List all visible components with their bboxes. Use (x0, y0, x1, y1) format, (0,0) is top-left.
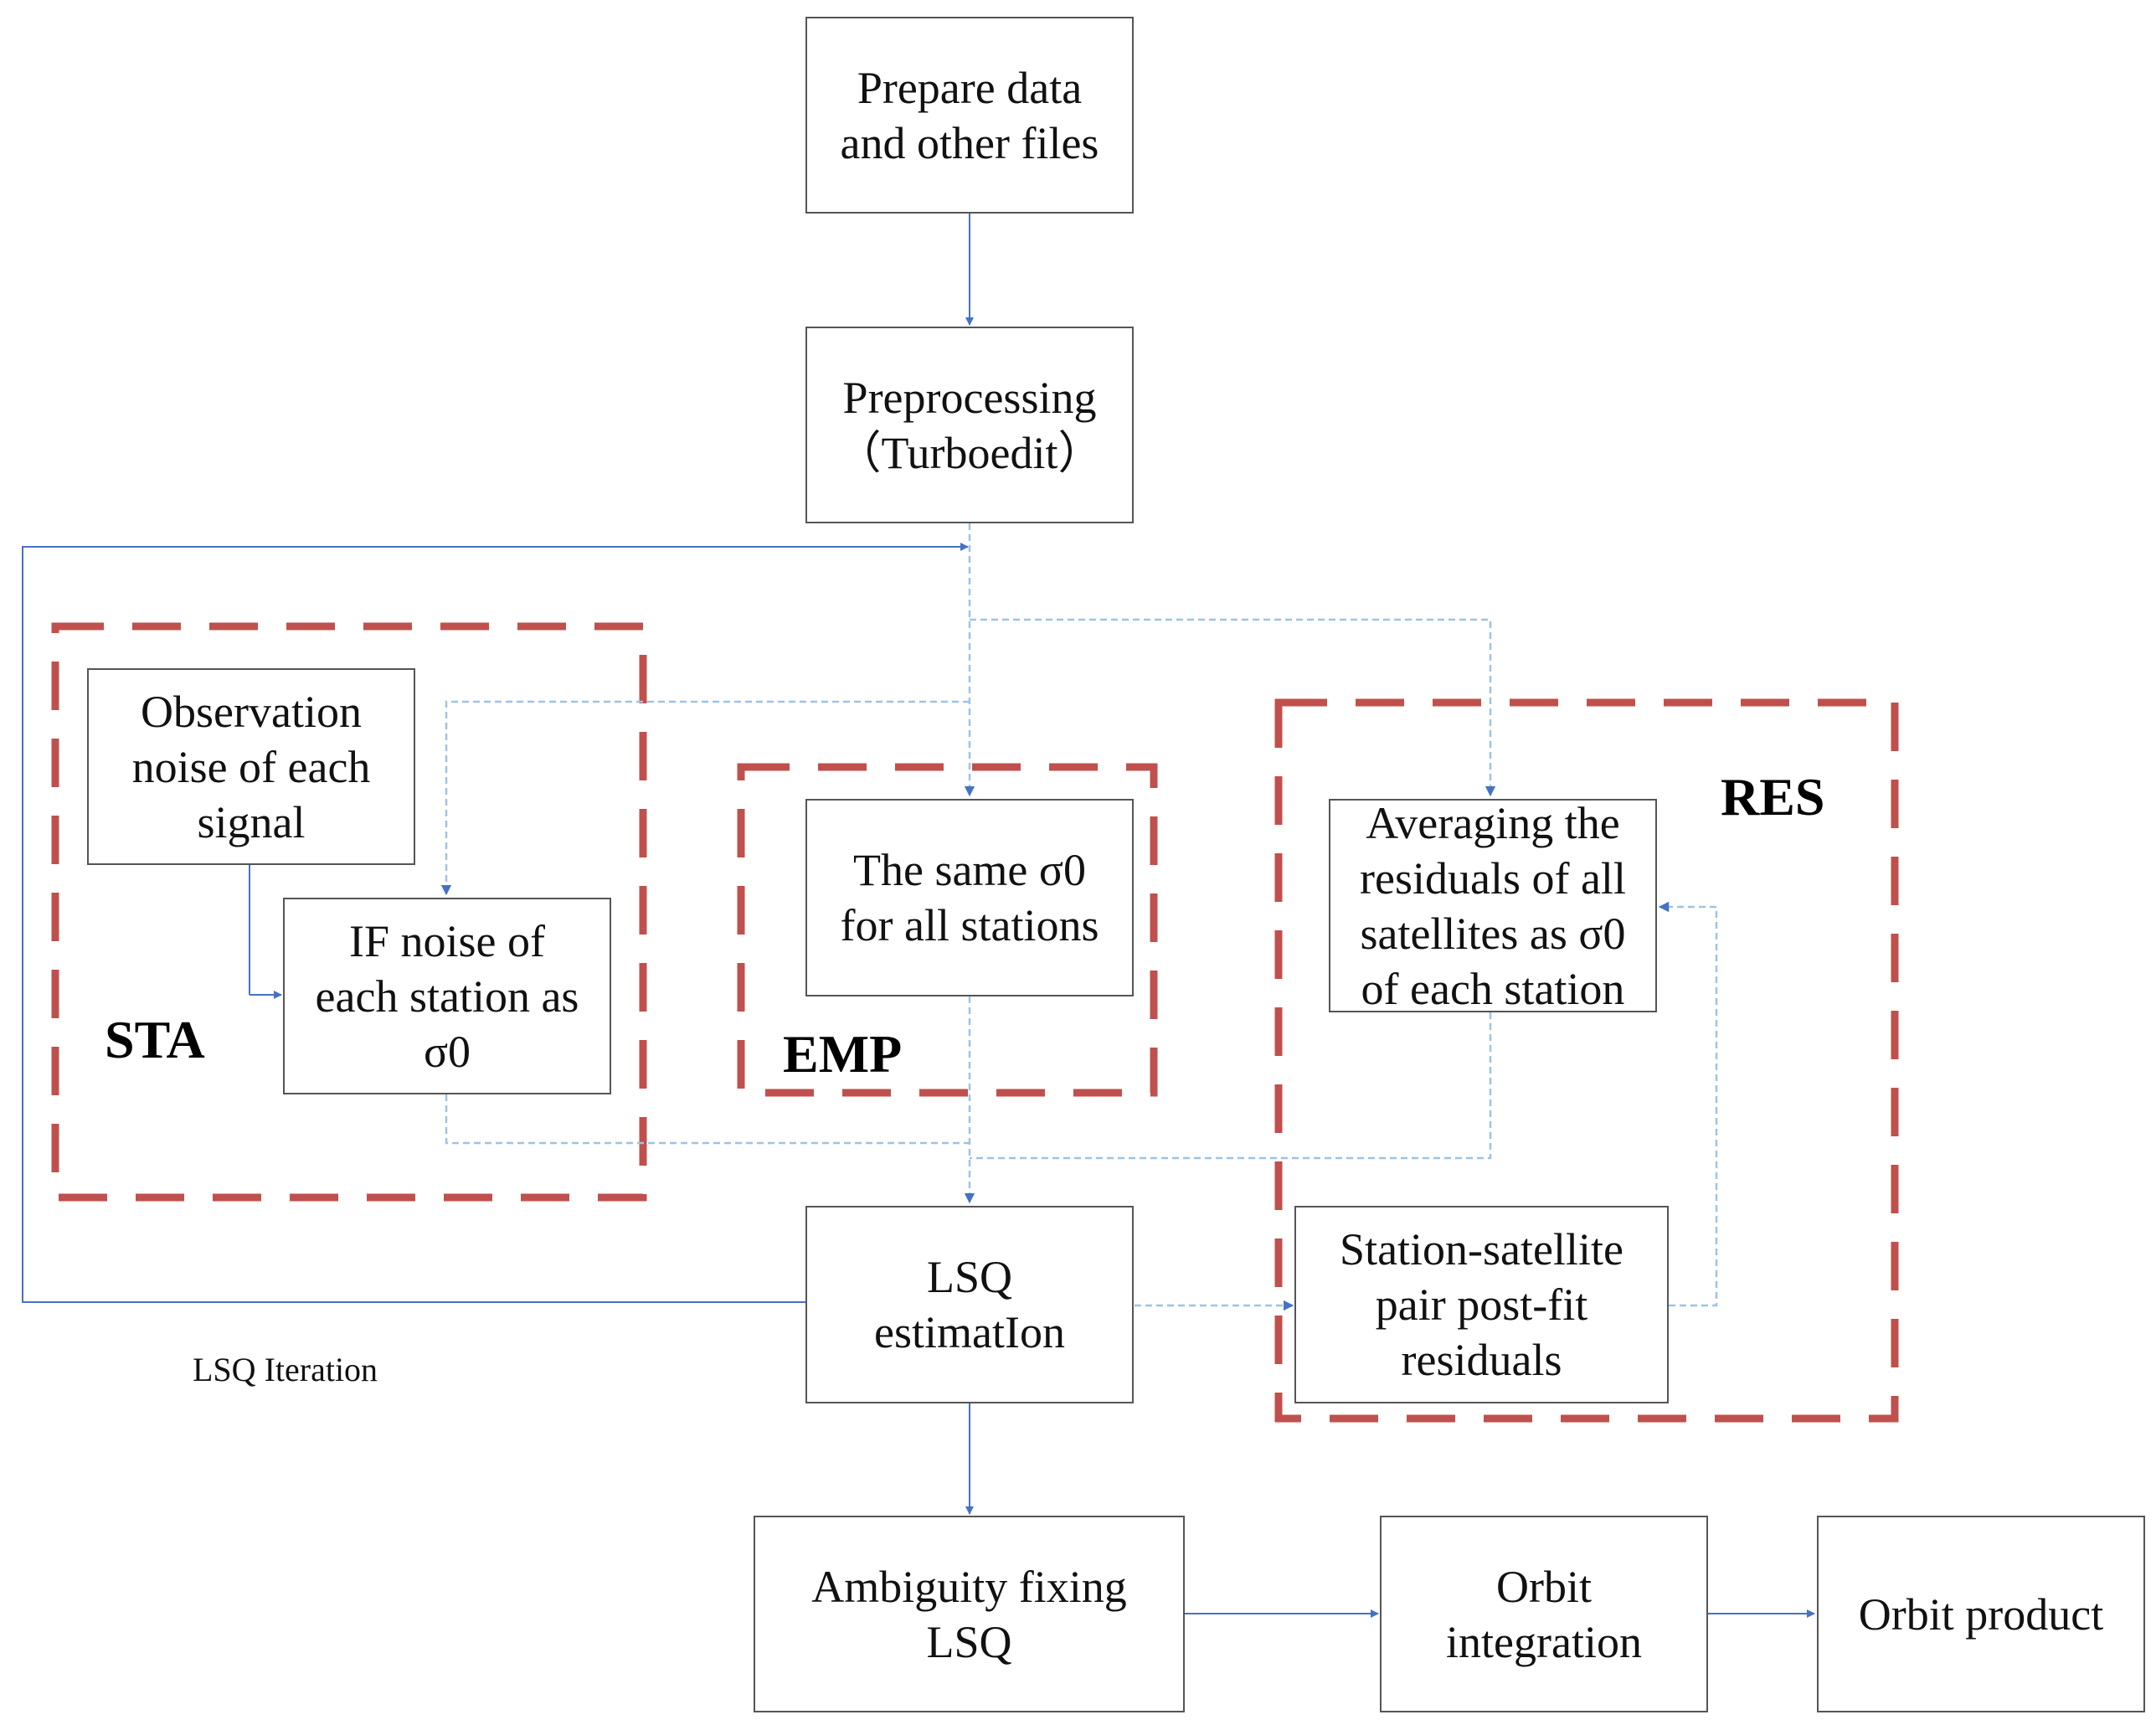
box-text-line: residuals of all (1360, 852, 1626, 904)
box-text-line: IF noise of (349, 915, 545, 966)
box-text-line: Ambiguity fixing (811, 1561, 1127, 1612)
box-text-line: Orbit product (1858, 1589, 2104, 1640)
box-text-line: Prepare data (857, 62, 1083, 113)
box-text-line: Orbit (1496, 1561, 1592, 1612)
sta-group-outline (51, 622, 647, 1202)
dashed-averaging-to-lsq (970, 1012, 1492, 1160)
box-text-line: LSQ (926, 1252, 1012, 1302)
lsq-iteration-label: LSQ Iteration (193, 1351, 378, 1388)
orbit-product-box: Orbit product (1817, 1516, 2145, 1712)
box-text-line: noise of each (131, 741, 371, 792)
preprocessing-box: Preprocessing（Turboedit） (805, 327, 1134, 523)
res-label: RES (1721, 767, 1825, 826)
box-text-line: for all stations (840, 900, 1099, 950)
box-text-line: and other files (840, 117, 1099, 168)
emp-group-outline (737, 763, 1158, 1097)
dashed-to-if-noise (440, 700, 970, 896)
dashed-residuals-to-averaging (1658, 901, 1718, 1307)
box-text-line: Preprocessing (842, 372, 1097, 423)
dashed-if-noise-to-lsq (445, 1094, 970, 1145)
box-text-line: pair post-fit (1375, 1280, 1588, 1330)
box-text-line: LSQ (926, 1616, 1012, 1667)
box-text-line: The same σ0 (852, 845, 1086, 895)
box-text-line: signal (197, 796, 306, 847)
lsq-iteration-loop (22, 543, 969, 1303)
box-text-line: integration (1446, 1616, 1642, 1667)
box-text-line: estimatIon (874, 1307, 1065, 1357)
box-text-line: σ0 (423, 1026, 471, 1077)
res-group-outline (1274, 698, 1899, 1423)
dashed-to-averaging (970, 618, 1496, 797)
box-text-line: of each station (1361, 963, 1625, 1014)
box-text-line: satellites as σ0 (1360, 908, 1626, 959)
box-text-line: Averaging the (1366, 797, 1620, 848)
box-text-line: Station-satellite (1340, 1224, 1623, 1274)
box-text-line: （Turboedit） (836, 427, 1104, 478)
box-text-line: residuals (1401, 1335, 1562, 1385)
emp-label: EMP (783, 1024, 903, 1084)
box-text-line: Observation (141, 686, 362, 737)
box-text-line: each station as (315, 971, 579, 1022)
sta-label: STA (105, 1010, 205, 1069)
